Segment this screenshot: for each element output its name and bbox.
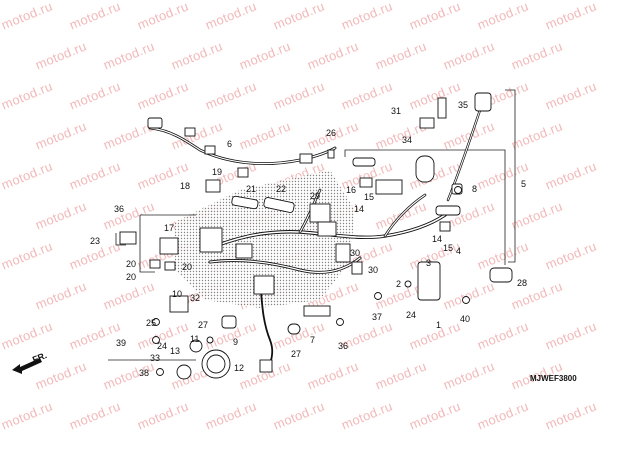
callout-16: 16	[346, 185, 356, 195]
callout-21: 21	[246, 184, 256, 194]
callout-15: 15	[443, 243, 453, 253]
callout-14: 14	[354, 204, 364, 214]
callout-3: 3	[426, 258, 431, 268]
callout-1: 1	[436, 320, 441, 330]
callout-30: 30	[368, 265, 378, 275]
main-harness	[148, 108, 482, 369]
callout-32: 32	[190, 293, 200, 303]
callout-19: 19	[212, 167, 222, 177]
bracket-lines	[108, 89, 516, 361]
callout-20: 20	[182, 262, 192, 272]
callout-5: 5	[521, 179, 526, 189]
callout-38: 38	[139, 368, 149, 378]
callout-27: 27	[198, 320, 208, 330]
callout-6: 6	[227, 139, 232, 149]
callout-10: 10	[172, 289, 182, 299]
callout-33: 33	[150, 353, 160, 363]
callout-18: 18	[180, 181, 190, 191]
callout-25: 25	[146, 318, 156, 328]
callout-12: 12	[234, 363, 244, 373]
callout-15: 15	[364, 192, 374, 202]
callout-11: 11	[190, 334, 199, 344]
front-marker: FR.	[31, 350, 48, 365]
callout-labels: 1 2 3 4 5 6 7 8 9 10 11 12 13 14 14 15 1…	[90, 100, 527, 378]
callout-20: 20	[126, 259, 136, 269]
callout-17: 17	[164, 223, 174, 233]
callout-36: 36	[114, 204, 124, 214]
callout-39: 39	[116, 338, 126, 348]
callout-4: 4	[456, 246, 461, 256]
callout-23: 23	[90, 236, 100, 246]
callout-24: 24	[406, 310, 416, 320]
callout-35: 35	[458, 100, 468, 110]
callout-36: 36	[338, 341, 348, 351]
harness-components	[119, 92, 513, 380]
callout-24: 24	[157, 341, 167, 351]
callout-28: 28	[517, 278, 527, 288]
callout-20: 20	[126, 272, 136, 282]
callout-26: 26	[326, 128, 336, 138]
callout-40: 40	[460, 314, 470, 324]
callout-14: 14	[432, 234, 442, 244]
callout-29: 29	[310, 191, 320, 201]
callout-37: 37	[372, 312, 382, 322]
diagram-code: MJWEF3800	[530, 374, 577, 383]
callout-13: 13	[170, 346, 180, 356]
callout-9: 9	[233, 337, 238, 347]
callout-22: 22	[276, 184, 286, 194]
callout-27: 27	[291, 349, 301, 359]
callout-31: 31	[391, 106, 401, 116]
callout-8: 8	[472, 184, 477, 194]
callout-34: 34	[402, 135, 412, 145]
front-arrow-icon: FR.	[12, 350, 48, 374]
callout-7: 7	[310, 335, 315, 345]
callout-30: 30	[350, 248, 360, 258]
callout-2: 2	[396, 279, 401, 289]
